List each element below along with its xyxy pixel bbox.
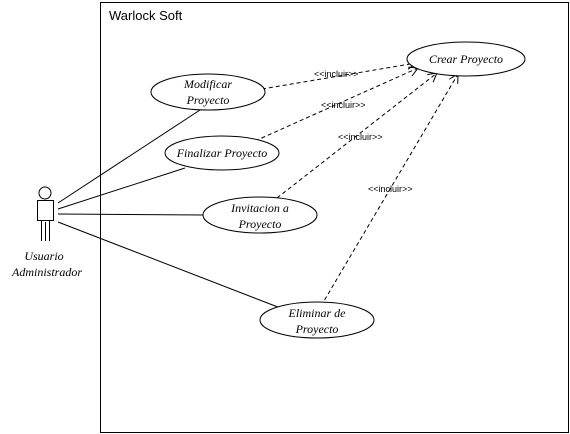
usecase-eliminar-proyecto-label-line1: Eliminar de (288, 306, 347, 320)
system-boundary (100, 2, 569, 433)
association-modificar (57, 109, 201, 204)
actor-body (37, 200, 54, 221)
usecase-finalizar-proyecto-shape (164, 135, 280, 171)
usecase-crear-proyecto-shape (406, 41, 526, 77)
usecase-modificar-proyecto-shape (150, 73, 266, 111)
actor-label-line2: Administrador (11, 265, 82, 279)
actor-label-line1: Usuario (24, 249, 63, 263)
actor-usuario-administrador: Usuario Administrador (11, 186, 82, 279)
actor-head (38, 186, 52, 200)
include-modificar-crear (261, 63, 416, 90)
usecase-eliminar-proyecto-shape (259, 301, 375, 339)
usecase-invitacion-proyecto-shape (202, 196, 318, 234)
usecase-crear-proyecto[interactable]: Crear Proyecto (406, 41, 526, 77)
system-title: Warlock Soft (109, 8, 183, 23)
usecase-finalizar-proyecto-label: Finalizar Proyecto (176, 146, 268, 160)
association-eliminar (57, 221, 284, 310)
usecase-finalizar-proyecto[interactable]: Finalizar Proyecto (164, 135, 280, 171)
include-label-3: <<incluir>> (338, 132, 383, 142)
include-label-1: <<incluir>> (314, 69, 359, 79)
include-finalizar-crear (254, 68, 418, 142)
usecase-modificar-proyecto[interactable]: Modificar Proyecto (150, 73, 266, 111)
usecase-invitacion-proyecto[interactable]: Invitacion a Proyecto (202, 196, 318, 234)
include-invitacion-crear (276, 73, 437, 199)
usecase-invitacion-proyecto-label-line2: Proyecto (238, 217, 282, 231)
usecase-crear-proyecto-label: Crear Proyecto (429, 52, 503, 66)
include-eliminar-crear (320, 74, 458, 307)
usecase-invitacion-proyecto-label-line1: Invitacion a (230, 201, 289, 215)
include-label-4: <<incluir>> (368, 184, 413, 194)
usecase-eliminar-proyecto-label-line2: Proyecto (295, 322, 339, 336)
usecase-eliminar-proyecto[interactable]: Eliminar de Proyecto (259, 301, 375, 339)
usecase-modificar-proyecto-label-line2: Proyecto (186, 93, 230, 107)
association-finalizar (57, 167, 186, 210)
include-label-2: <<incluir>> (321, 100, 366, 110)
usecase-modificar-proyecto-label-line1: Modificar (183, 77, 232, 91)
association-invitacion (57, 213, 205, 216)
